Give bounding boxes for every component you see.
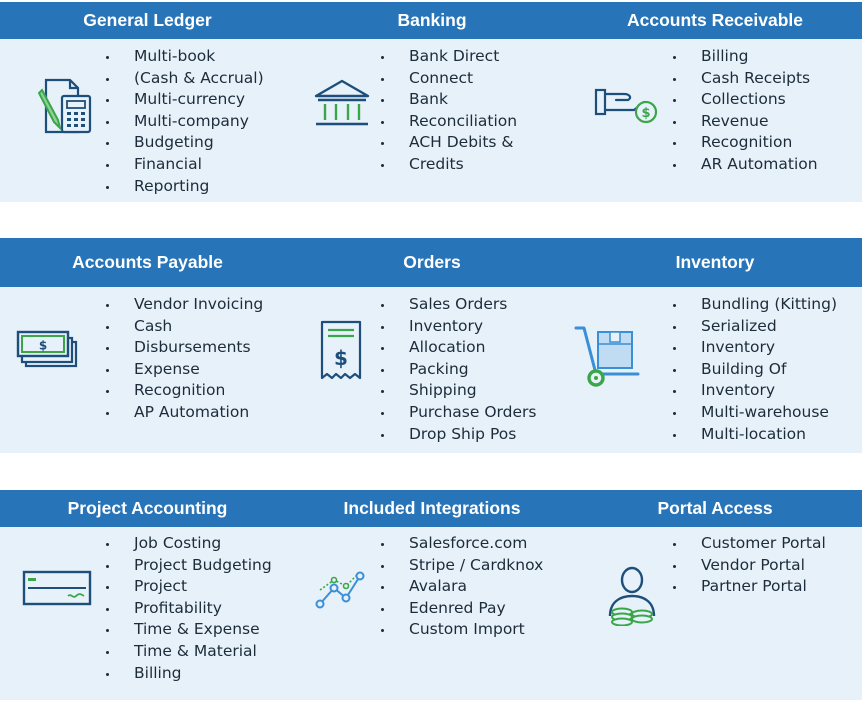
hand-truck-box-icon (574, 324, 644, 390)
line-graph-icon (312, 568, 368, 616)
list-item: Cash Receipts (673, 68, 818, 90)
list-item: Time & Expense (106, 619, 272, 641)
list-item: Reporting (106, 176, 264, 198)
list-item: Project Budgeting (106, 555, 272, 577)
bank-building-icon (312, 78, 372, 130)
column-title-general-ledger: General Ledger (83, 10, 212, 30)
svg-text:$: $ (641, 106, 650, 121)
column-title-accounts-receivable: Accounts Receivable (626, 10, 804, 30)
row-2: Accounts Payable Orders Inventory $ Vend… (0, 238, 862, 453)
row-1: General Ledger Banking Accounts Receivab… (0, 2, 862, 202)
list-item: Collections (673, 89, 818, 111)
list-item: Billing (673, 46, 818, 68)
list-item: Profitability (106, 598, 272, 620)
person-coins-icon (602, 566, 662, 626)
list-item: Bank Direct (381, 46, 517, 68)
list-item: Budgeting (106, 132, 264, 154)
inventory-list: Bundling (Kitting) Serialized Inventory … (673, 294, 837, 445)
column-title-inventory: Inventory (675, 252, 755, 272)
list-item: Multi-location (673, 424, 837, 446)
list-item: Cash (106, 316, 263, 338)
list-item: Credits (381, 154, 517, 176)
list-item: Edenred Pay (381, 598, 543, 620)
check-document-icon (22, 570, 92, 606)
column-title-banking: Banking (397, 10, 467, 30)
list-item: Customer Portal (673, 533, 826, 555)
receipt-dollar-icon: $ (318, 320, 364, 382)
list-item: Recognition (673, 132, 818, 154)
list-item: Recognition (106, 380, 263, 402)
list-item: Packing (381, 359, 536, 381)
list-item: Avalara (381, 576, 543, 598)
column-title-included-integrations: Included Integrations (343, 498, 521, 518)
list-item: Job Costing (106, 533, 272, 555)
list-item: Revenue (673, 111, 818, 133)
list-item: Multi-currency (106, 89, 264, 111)
list-item: Reconciliation (381, 111, 517, 133)
calculator-pencil-icon (38, 76, 96, 136)
general-ledger-list: Multi-book (Cash & Accrual) Multi-curren… (106, 46, 264, 197)
project-accounting-list: Job Costing Project Budgeting Project Pr… (106, 533, 272, 684)
list-item: Connect (381, 68, 517, 90)
hand-coin-icon: $ (594, 84, 660, 126)
row-1-header (0, 2, 862, 39)
list-item: Purchase Orders (381, 402, 536, 424)
list-item: Financial (106, 154, 264, 176)
list-item: Vendor Invoicing (106, 294, 263, 316)
included-integrations-list: Salesforce.com Stripe / Cardknox Avalara… (381, 533, 543, 641)
row-3-header (0, 490, 862, 527)
list-item: Multi-warehouse (673, 402, 837, 424)
row-3-body (0, 527, 862, 700)
list-item: Shipping (381, 380, 536, 402)
list-item: AP Automation (106, 402, 263, 424)
list-item: Custom Import (381, 619, 543, 641)
cash-stack-icon: $ (16, 330, 80, 370)
row-2-header (0, 238, 862, 287)
list-item: Billing (106, 663, 272, 685)
list-item: Bundling (Kitting) (673, 294, 837, 316)
list-item: Inventory (673, 337, 837, 359)
row-3: Project Accounting Included Integrations… (0, 490, 862, 700)
list-item: Drop Ship Pos (381, 424, 536, 446)
list-item: Project (106, 576, 272, 598)
list-item: Expense (106, 359, 263, 381)
row-1-body (0, 39, 862, 202)
row-2-body (0, 287, 862, 453)
list-item: AR Automation (673, 154, 818, 176)
list-item: Salesforce.com (381, 533, 543, 555)
list-item: Bank (381, 89, 517, 111)
list-item: Building Of (673, 359, 837, 381)
column-title-project-accounting: Project Accounting (67, 498, 228, 518)
list-item: Partner Portal (673, 576, 826, 598)
portal-access-list: Customer Portal Vendor Portal Partner Po… (673, 533, 826, 598)
column-title-orders: Orders (403, 252, 461, 272)
list-item: Time & Material (106, 641, 272, 663)
svg-text:$: $ (39, 339, 47, 353)
list-item: Inventory (673, 380, 837, 402)
list-item: Vendor Portal (673, 555, 826, 577)
list-item: Disbursements (106, 337, 263, 359)
accounts-payable-list: Vendor Invoicing Cash Disbursements Expe… (106, 294, 263, 424)
list-item: Multi-book (106, 46, 264, 68)
list-item: (Cash & Accrual) (106, 68, 264, 90)
orders-list: Sales Orders Inventory Allocation Packin… (381, 294, 536, 445)
list-item: Allocation (381, 337, 536, 359)
svg-text:$: $ (334, 346, 348, 370)
list-item: Sales Orders (381, 294, 536, 316)
list-item: Serialized (673, 316, 837, 338)
column-title-accounts-payable: Accounts Payable (72, 252, 223, 272)
list-item: Stripe / Cardknox (381, 555, 543, 577)
banking-list: Bank Direct Connect Bank Reconciliation … (381, 46, 517, 176)
list-item: Multi-company (106, 111, 264, 133)
accounts-receivable-list: Billing Cash Receipts Collections Revenu… (673, 46, 818, 176)
column-title-portal-access: Portal Access (657, 498, 773, 518)
list-item: ACH Debits & (381, 132, 517, 154)
list-item: Inventory (381, 316, 536, 338)
